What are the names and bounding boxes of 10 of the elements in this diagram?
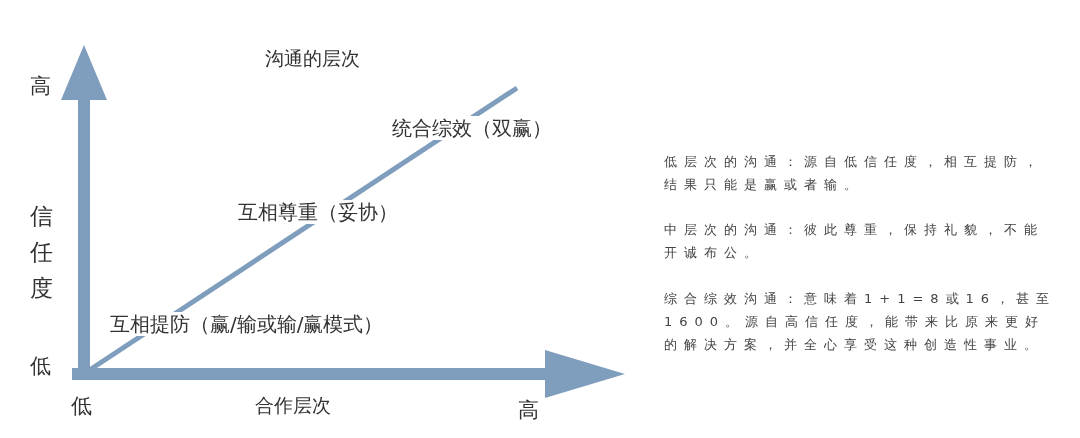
description-paragraph: 低层次的沟通：源自低信任度，相互提防，结果只能是赢或者输。 — [664, 153, 1045, 194]
description-paragraph: 综合综效沟通：意味着1+1=8或16，甚至1600。源自高信任度，能带来比原来更好的解决方案，并全心享受这种创造性事业。 — [664, 290, 1058, 354]
axis-title: 信任度 — [30, 202, 54, 303]
axis-label: 低 — [71, 394, 92, 420]
axis-label: 高 — [518, 398, 539, 424]
axis-label: 低 — [30, 354, 51, 380]
description-paragraph: 中层次的沟通：彼此尊重，保持礼貌，不能开诚布公。 — [664, 221, 1045, 262]
axis-title: 合作层次 — [255, 394, 331, 417]
chart-title: 沟通的层次 — [265, 47, 360, 70]
axis-label: 高 — [30, 74, 51, 100]
